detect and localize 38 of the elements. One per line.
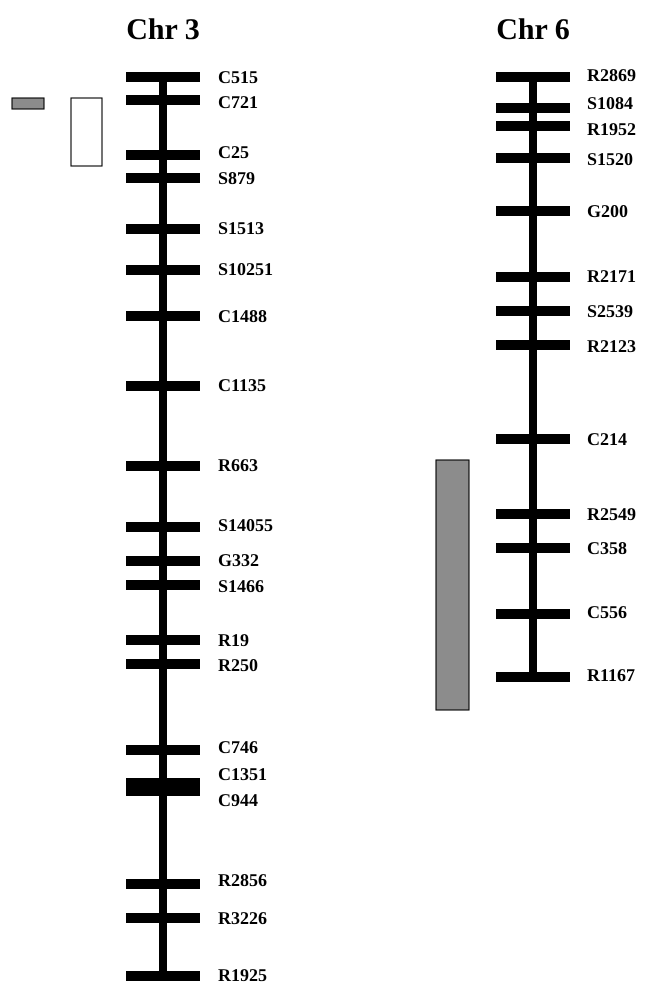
marker-label: R2171 xyxy=(587,267,636,285)
interval-bar xyxy=(435,459,470,711)
marker-label: R2856 xyxy=(218,871,267,889)
interval-bar xyxy=(70,97,103,167)
marker-label: C1488 xyxy=(218,307,267,325)
marker-label: S2539 xyxy=(587,302,634,320)
marker-label: R2869 xyxy=(587,66,636,84)
marker-label: R663 xyxy=(218,456,258,474)
marker-label: C1351 xyxy=(218,765,267,783)
marker-label: S1520 xyxy=(587,150,634,168)
interval-bar xyxy=(11,97,45,110)
marker-label: C721 xyxy=(218,93,258,111)
marker-label: S14055 xyxy=(218,516,274,534)
marker-label: C746 xyxy=(218,738,258,756)
marker-label: C515 xyxy=(218,68,258,86)
marker-label: R1925 xyxy=(218,966,267,982)
marker-label: R250 xyxy=(218,656,258,674)
marker-label: R1952 xyxy=(587,120,636,138)
marker-label: R2123 xyxy=(587,337,636,355)
marker-label: S879 xyxy=(218,169,256,187)
marker-label: R1167 xyxy=(587,666,636,684)
marker-label: S1084 xyxy=(587,94,634,112)
marker-label: G200 xyxy=(587,202,628,220)
marker-label: C1135 xyxy=(218,376,266,394)
marker-label: S1466 xyxy=(218,577,264,595)
marker-label: C944 xyxy=(218,791,258,809)
chromosome-title: Chr 6 xyxy=(496,15,570,45)
marker-label: C556 xyxy=(587,603,627,621)
marker-label: R2549 xyxy=(587,505,636,523)
marker-label: C358 xyxy=(587,539,627,557)
marker-label: R19 xyxy=(218,631,249,649)
marker-label: S10251 xyxy=(218,260,274,278)
chromosome-title: Chr 3 xyxy=(126,15,200,45)
marker-label: R3226 xyxy=(218,909,267,927)
marker-label: G332 xyxy=(218,551,260,569)
marker-label: S1513 xyxy=(218,219,264,237)
marker-label: C25 xyxy=(218,143,249,161)
marker-label: C214 xyxy=(587,430,627,448)
